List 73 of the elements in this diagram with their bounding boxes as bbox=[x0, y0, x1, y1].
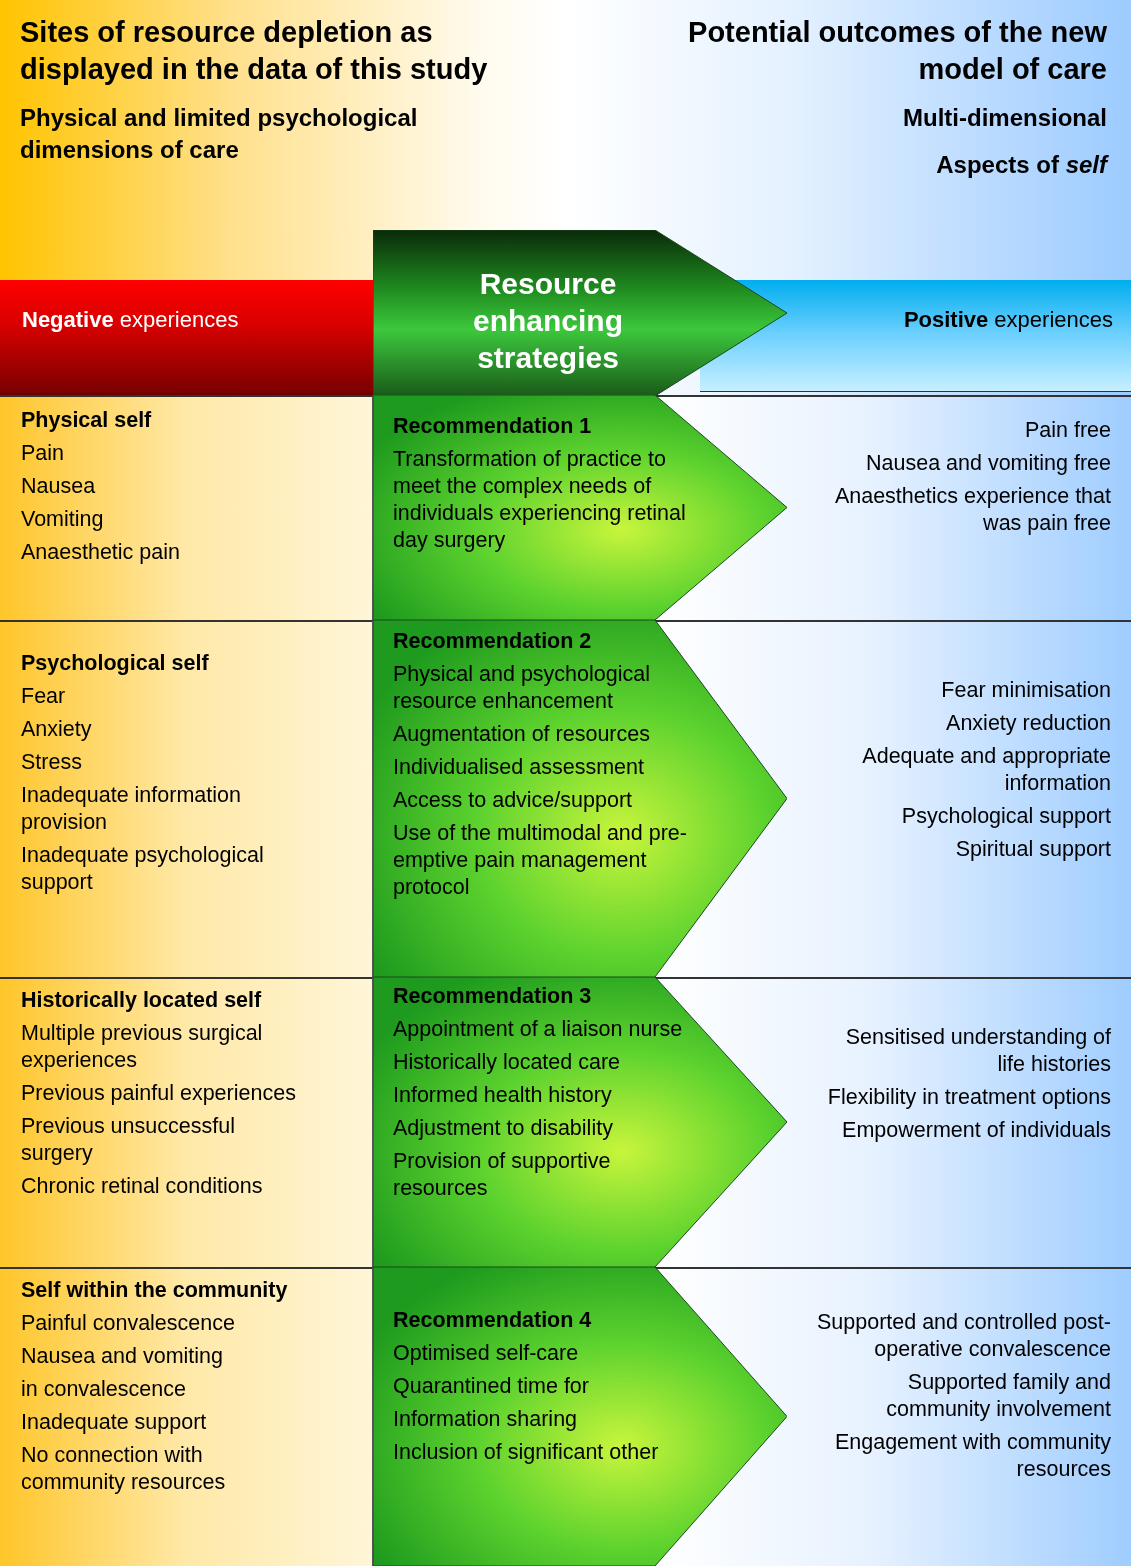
list-item: Inadequate information provision bbox=[21, 782, 242, 836]
list-item: in convalescence bbox=[21, 1376, 187, 1403]
recommendation-item: Use of the multimodal and pre-emptive pain management protocol bbox=[393, 820, 688, 901]
recommendation-item: Transformation of practice to meet the complex needs of individuals experiencing retinal day surgery bbox=[393, 446, 687, 554]
list-item: Vomiting bbox=[21, 506, 105, 533]
outcome-item: Anaesthetics experience that was pain free bbox=[833, 483, 1111, 537]
outcome-item: Fear minimisation bbox=[940, 677, 1111, 704]
recommendation-heading: Recommendation 4 bbox=[393, 1307, 593, 1334]
chevron-label: Resource enhancing strategies bbox=[472, 266, 624, 376]
list-item: Anxiety bbox=[21, 716, 93, 743]
outcome-item: Empowerment of individuals bbox=[841, 1117, 1111, 1144]
table-cell bbox=[0, 395, 373, 620]
chevron-arrow bbox=[373, 395, 787, 620]
table-cell bbox=[0, 1267, 373, 1566]
list-item: Nausea and vomiting bbox=[21, 1343, 224, 1370]
recommendation-item: Individualised assessment bbox=[393, 754, 645, 781]
chevron-arrow bbox=[373, 230, 787, 396]
outcome-item: Anxiety reduction bbox=[945, 710, 1111, 737]
outcome-item: Flexibility in treatment options bbox=[826, 1084, 1111, 1111]
list-item: Nausea bbox=[21, 473, 97, 500]
recommendation-item: Inclusion of significant other bbox=[393, 1439, 660, 1466]
row-heading: Historically located self bbox=[21, 987, 263, 1014]
list-item: Previous painful experiences bbox=[21, 1080, 297, 1107]
table-cell bbox=[0, 977, 373, 1267]
recommendation-item: Provision of supportive resources bbox=[393, 1148, 612, 1202]
outcome-item: Adequate and appropriate information bbox=[861, 743, 1111, 797]
chevron-arrow bbox=[373, 977, 787, 1267]
column-heading: Sites of resource depletion as displayed in the data of this study bbox=[20, 15, 489, 87]
list-item: Pain bbox=[21, 440, 66, 467]
negative-band bbox=[0, 280, 373, 395]
recommendation-item: Informed health history bbox=[393, 1082, 613, 1109]
outcome-item: Supported and controlled post-operative convalescence bbox=[815, 1309, 1111, 1363]
row-heading: Self within the community bbox=[21, 1277, 289, 1304]
list-item: Previous unsuccessful surgery bbox=[21, 1113, 236, 1167]
outcome-item: Psychological support bbox=[900, 803, 1111, 830]
outcome-item: Spiritual support bbox=[954, 836, 1111, 863]
outcome-item: Supported family and community involvement bbox=[885, 1369, 1111, 1423]
recommendation-heading: Recommendation 3 bbox=[393, 983, 593, 1010]
positive-band bbox=[700, 280, 1131, 392]
list-item: Anaesthetic pain bbox=[21, 539, 181, 566]
recommendation-item: Optimised self-care bbox=[393, 1340, 580, 1367]
outcome-item: Sensitised understanding of life histories bbox=[844, 1024, 1111, 1078]
chevron-arrow bbox=[373, 1267, 787, 1566]
outcome-item: Nausea and vomiting free bbox=[865, 450, 1111, 477]
row-heading: Physical self bbox=[21, 407, 153, 434]
outcome-item: Engagement with community resources bbox=[833, 1429, 1111, 1483]
list-item: Chronic retinal conditions bbox=[21, 1173, 264, 1200]
recommendation-item: Information sharing bbox=[393, 1406, 579, 1433]
band-label: Positive experiences bbox=[902, 307, 1113, 333]
column-heading: Potential outcomes of the new model of care bbox=[687, 15, 1107, 87]
recommendation-item: Appointment of a liaison nurse bbox=[393, 1016, 684, 1043]
recommendation-item: Quarantined time for bbox=[393, 1373, 590, 1400]
list-item: Stress bbox=[21, 749, 83, 776]
row-heading: Psychological self bbox=[21, 650, 210, 677]
list-item: Multiple previous surgical experiences bbox=[21, 1020, 264, 1074]
recommendation-item: Augmentation of resources bbox=[393, 721, 651, 748]
recommendation-item: Adjustment to disability bbox=[393, 1115, 614, 1142]
outcome-item: Pain free bbox=[1023, 417, 1111, 444]
subheading: Aspects of self bbox=[935, 150, 1107, 180]
table-cell bbox=[0, 620, 373, 977]
band-label: Negative experiences bbox=[22, 307, 240, 333]
recommendation-heading: Recommendation 2 bbox=[393, 628, 593, 655]
recommendation-item: Physical and psychological resource enhancement bbox=[393, 661, 651, 715]
recommendation-item: Access to advice/support bbox=[393, 787, 633, 814]
list-item: No connection with community resources bbox=[21, 1442, 227, 1496]
list-item: Fear bbox=[21, 683, 67, 710]
list-item: Inadequate support bbox=[21, 1409, 208, 1436]
recommendation-item: Historically located care bbox=[393, 1049, 622, 1076]
list-item: Painful convalescence bbox=[21, 1310, 236, 1337]
subheading: Multi-dimensional bbox=[902, 103, 1107, 133]
recommendation-heading: Recommendation 1 bbox=[393, 413, 593, 440]
subheading: Physical and limited psychological dimensions of care bbox=[20, 103, 419, 165]
list-item: Inadequate psychological support bbox=[21, 842, 265, 896]
